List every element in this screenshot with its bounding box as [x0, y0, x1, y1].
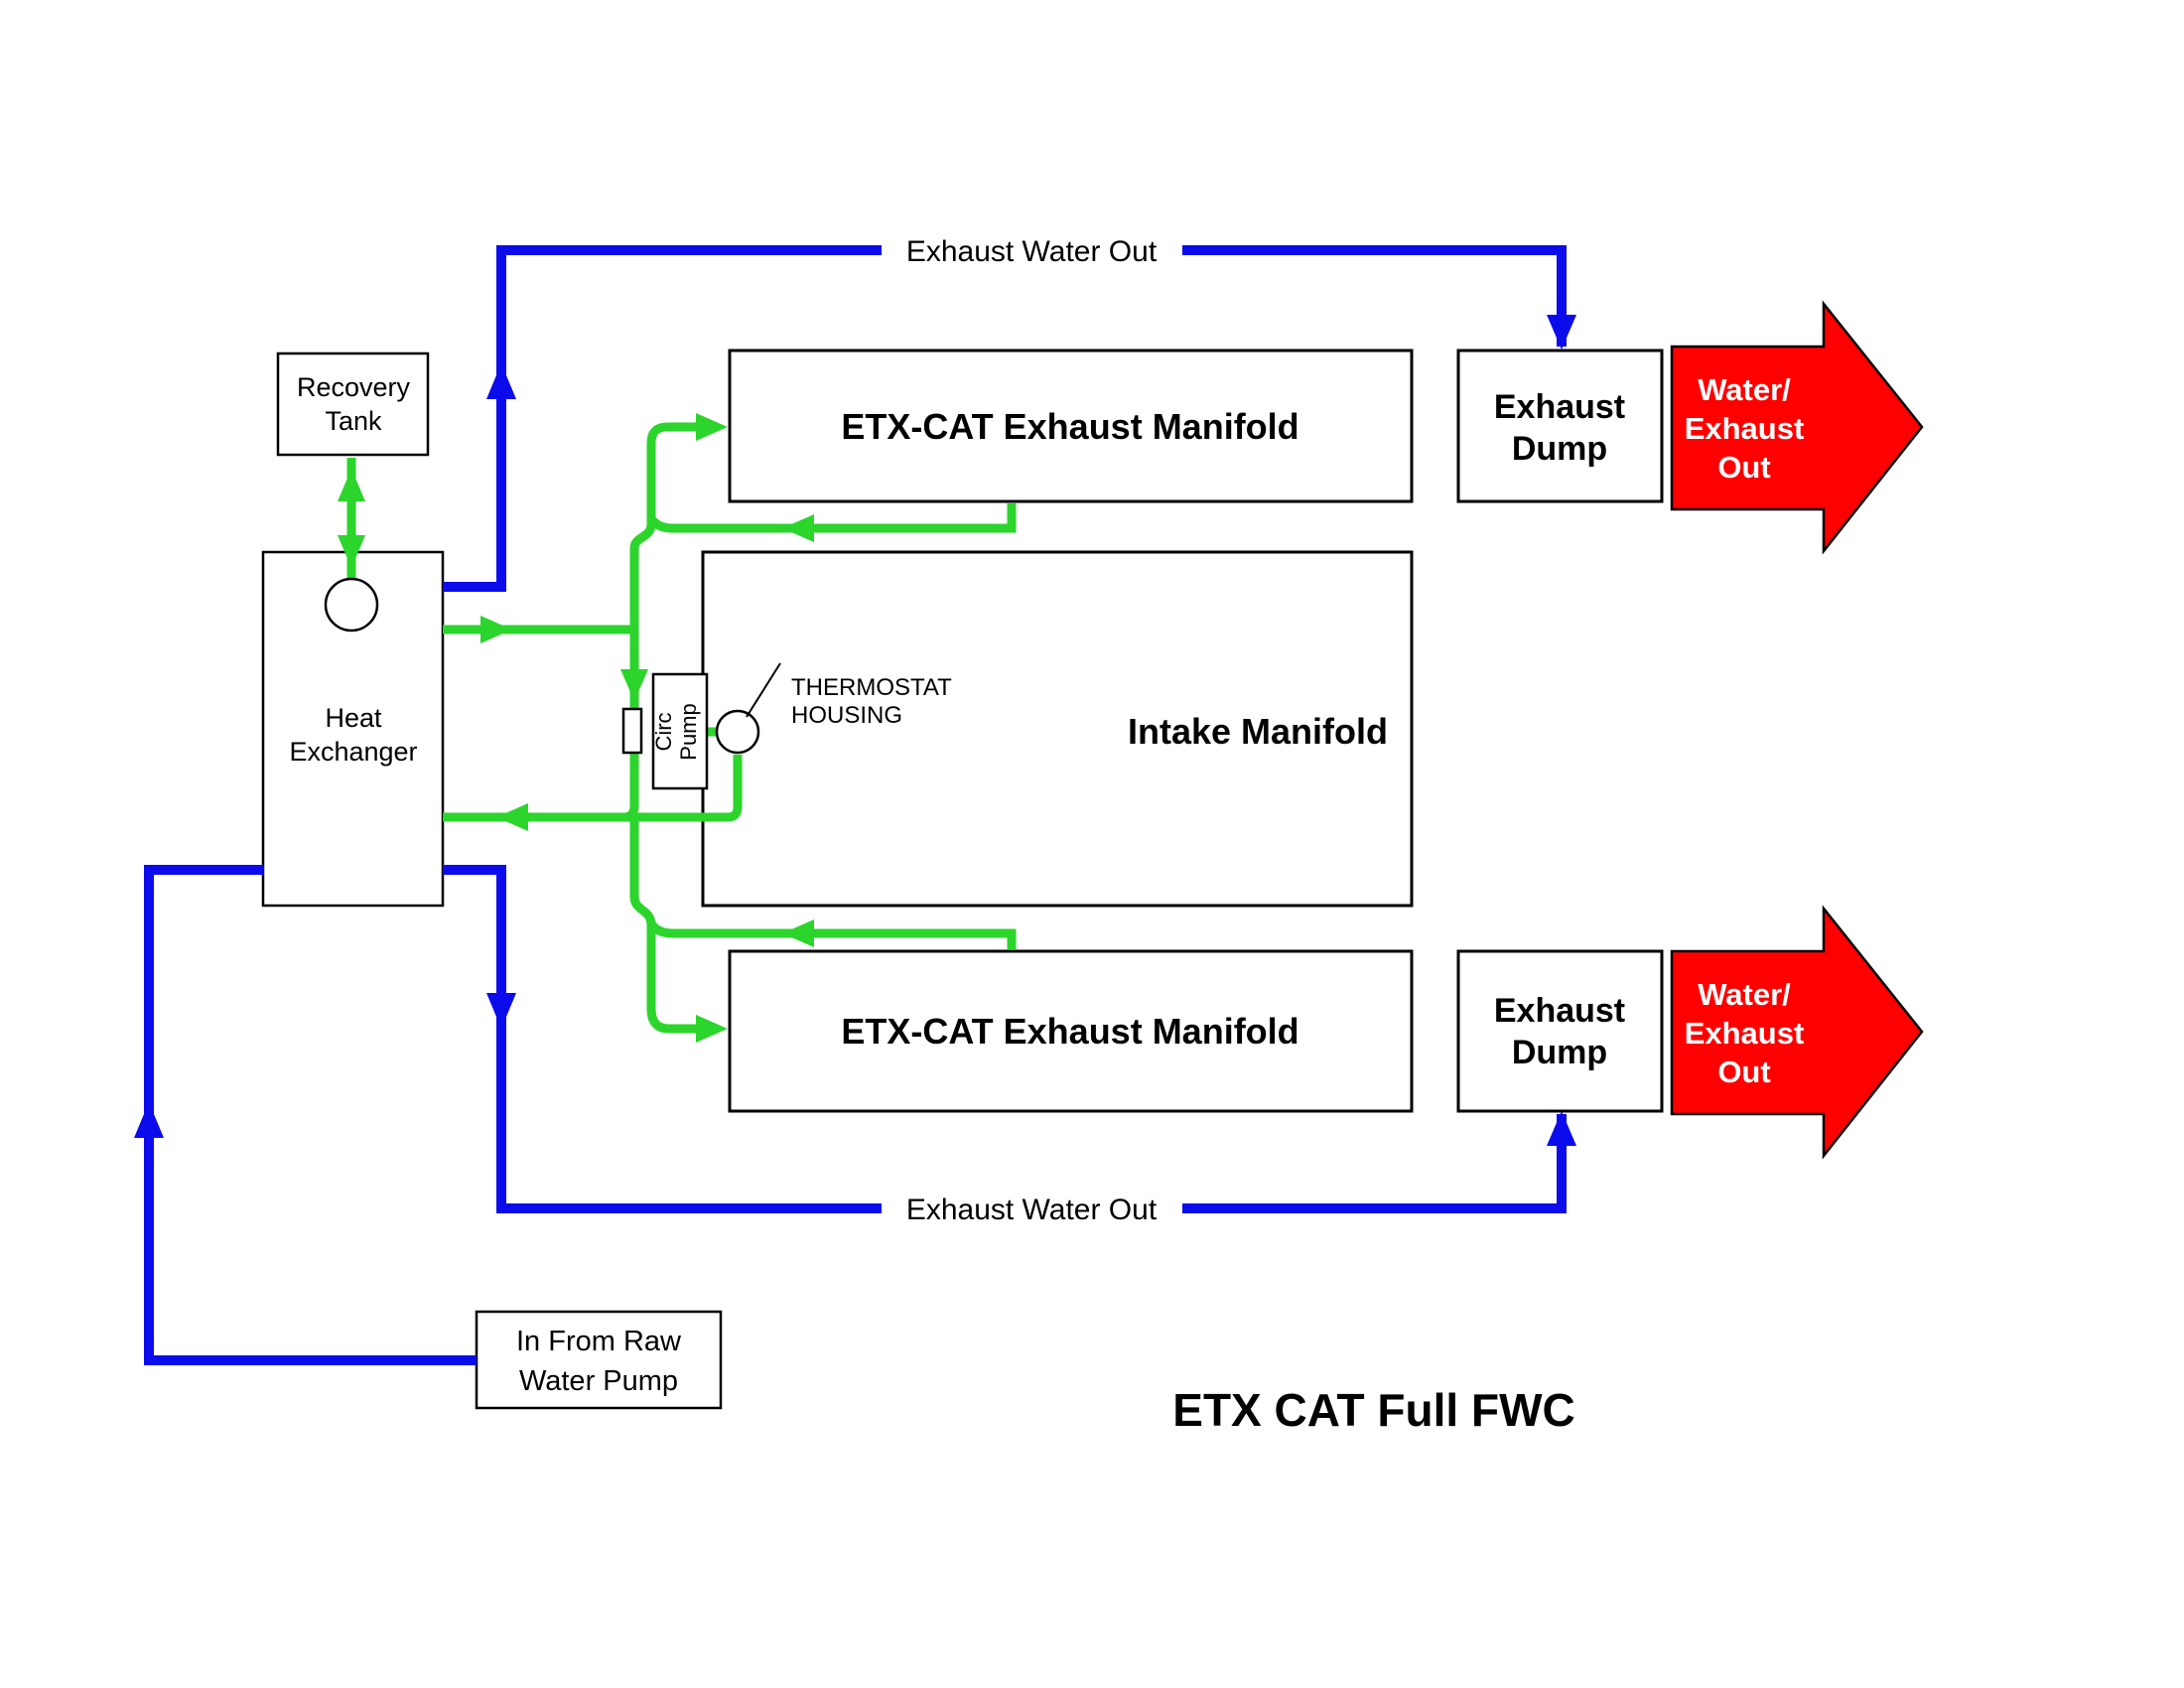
coolant-pump-outlet: [622, 752, 639, 822]
water-exhaust-out-top-line1: Water/: [1698, 372, 1791, 407]
raw-water-pump-in-box: [475, 1310, 723, 1410]
raw-water-pump-in-label-line1: In From Raw: [516, 1326, 682, 1357]
intake-manifold-box: [701, 550, 1414, 908]
coolant-return-top-manifold: [647, 503, 1017, 533]
circ-pump-label-line2: Pump: [676, 703, 701, 760]
coolant-return-bottom-manifold: [647, 920, 1017, 949]
recovery-tank-label-line2: Tank: [325, 406, 382, 436]
water-exhaust-out-bottom-line1: Water/: [1698, 977, 1791, 1012]
heat-exchanger-label-line2: Exchanger: [289, 737, 417, 767]
recovery-tank-box: [276, 352, 430, 457]
raw-water-pipe-bottom-left: [443, 865, 882, 1213]
circ-pump-label-line1: Circ: [651, 712, 676, 751]
coolant-into-top-manifold-arrowhead: [696, 413, 728, 441]
coolant-supply-bottom-manifold: [629, 817, 711, 1034]
raw-water-pipe-top-right: [1182, 245, 1567, 347]
raw-water-down-arrowhead: [486, 993, 516, 1029]
coolant-hx-return-arrowhead: [496, 803, 528, 831]
raw-water-into-dump-top-arrowhead: [1547, 315, 1576, 350]
exhaust-water-out-bottom-label: Exhaust Water Out: [906, 1194, 1158, 1226]
coolant-into-bottom-manifold-arrowhead: [696, 1015, 728, 1043]
exhaust-water-out-top-label: Exhaust Water Out: [906, 235, 1158, 268]
etx-exhaust-manifold-bottom-box: [728, 949, 1414, 1113]
coolant-pump-down-arrowhead: [620, 669, 648, 701]
exhaust-dump-bottom-box: [1456, 949, 1664, 1113]
etx-manifold-top-label: ETX-CAT Exhaust Manifold: [841, 406, 1298, 447]
thermostat-housing-label-line2: HOUSING: [791, 702, 902, 729]
exhaust-dump-bottom-label-line2: Dump: [1512, 1034, 1607, 1071]
coolant-bottom-return-arrowhead: [782, 919, 814, 947]
coolant-recovery-down-arrowhead: [338, 535, 365, 568]
water-exhaust-out-arrow-bottom: [1670, 905, 1924, 1160]
recovery-tank-label-line1: Recovery: [297, 372, 411, 402]
coolant-top-return-arrowhead: [782, 514, 814, 542]
etx-manifold-bottom-label: ETX-CAT Exhaust Manifold: [841, 1011, 1298, 1052]
thermostat-housing-label-line1: THERMOSTAT: [791, 674, 952, 701]
raw-water-up-arrowhead: [486, 363, 516, 399]
raw-water-pump-in-label-line2: Water Pump: [519, 1365, 678, 1397]
raw-water-pipe-inlet: [144, 865, 477, 1365]
coolant-hx-outlet-arrowhead: [480, 616, 512, 643]
water-exhaust-out-top-line2: Exhaust: [1685, 411, 1805, 446]
heat-exchanger-label-line1: Heat: [325, 703, 382, 733]
exhaust-dump-top-box: [1456, 349, 1664, 503]
thermostat-pointer-line: [746, 662, 781, 718]
exhaust-dump-top-label-line2: Dump: [1512, 430, 1607, 468]
thermostat-housing-circle: [715, 709, 760, 755]
water-exhaust-out-top-line3: Out: [1717, 450, 1770, 485]
diagram-title: ETX CAT Full FWC: [1172, 1384, 1574, 1436]
heat-exchanger-filler-cap: [324, 577, 379, 633]
circ-pump-box: [651, 672, 709, 790]
water-exhaust-out-arrow-top: [1670, 300, 1924, 555]
raw-water-into-dump-bottom-arrowhead: [1547, 1111, 1576, 1146]
exhaust-dump-top-label-line1: Exhaust: [1494, 388, 1625, 426]
raw-water-inlet-up-arrowhead: [134, 1102, 164, 1138]
raw-water-pipe-top-left: [443, 245, 882, 592]
intake-manifold-label: Intake Manifold: [1128, 711, 1388, 752]
raw-water-pipe-bottom-right: [1182, 1114, 1567, 1213]
water-exhaust-out-bottom-line2: Exhaust: [1685, 1016, 1805, 1051]
etx-exhaust-manifold-top-box: [728, 349, 1414, 503]
pump-coupling: [621, 707, 643, 755]
water-exhaust-out-bottom-line3: Out: [1717, 1055, 1770, 1089]
coolant-thermostat-drop: [727, 755, 743, 822]
exhaust-dump-bottom-label-line1: Exhaust: [1494, 992, 1625, 1030]
coolant-recovery-up-arrowhead: [338, 469, 365, 501]
coolant-supply-top-manifold: [629, 422, 711, 630]
